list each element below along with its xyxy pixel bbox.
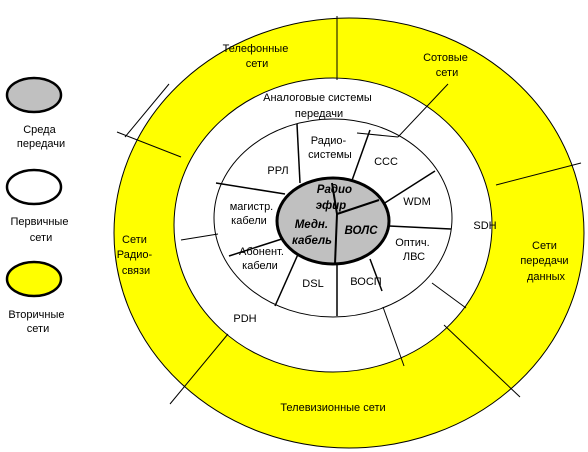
inner-spoke-line [369,258,383,292]
inner-radio-systems-label: Радио- системы [308,135,352,161]
primary-divider-line [356,132,399,138]
primary-pdh-label: PDH [233,313,256,325]
inner-vosp-label: ВОСП [350,276,381,288]
outer-divider-line [116,131,182,158]
inner-optical-lan-label: Оптич. ЛВС [395,237,433,263]
legend-primary-swatch [5,168,63,206]
inner-wdm-label: WDM [403,196,431,208]
legend-secondary-swatch [5,260,63,298]
inner-spoke-line [274,251,300,307]
core-dividers [331,182,380,265]
inner-spoke-line [296,123,301,184]
inner-spoke-line [379,170,436,207]
primary-analog-label: Аналоговые системы передачи [263,92,375,120]
outer-divider-line [443,324,521,398]
outer-radio-label: Сети Радио- связи [117,234,156,277]
transmission-medium-core [275,176,391,266]
legend: Среда передачи Первичные сети Вторичные … [5,76,71,335]
outer-cellular-label: Сотовые сети [423,52,471,79]
outer-television-label: Телевизионные сети [280,402,385,414]
inner-spoke-line [215,182,286,195]
outer-divider-line [124,83,170,138]
outer-divider-line [397,83,449,138]
outer-telephone-label: Телефонные сети [223,43,292,70]
core-divider-line [331,182,338,215]
inner-spoke-line [349,129,371,187]
outer-divider-line [495,162,582,186]
primary-sdh-label: SDH [473,220,496,232]
core-divider-line [336,199,380,215]
legend-medium-label: Среда передачи [17,124,65,150]
inner-trunk-cables-label: магистр. кабели [230,201,277,227]
primary-divider-line [431,282,467,309]
core-fiber-label: ВОЛС [344,225,378,237]
primary-divider-line [180,233,219,241]
core-copper-cable-label: Медн. кабель [292,219,332,247]
inner-subscriber-cables-label: Абонент. кабели [239,246,287,272]
legend-primary-label: Первичные сети [10,216,71,244]
primary-divider-line [382,306,405,367]
core-radio-air-label: Радио эфир [316,184,355,212]
outer-divider-line [169,333,229,405]
inner-rrl-label: РРЛ [267,165,288,177]
legend-medium-swatch [5,76,63,114]
inner-spoke-line [228,236,289,257]
inner-dsl-label: DSL [302,278,323,290]
outer-data-label: Сети передачи данных [520,240,571,283]
core-divider-line [334,213,338,265]
inner-sss-label: ССС [374,156,398,168]
inner-spoke-line [388,225,452,230]
legend-secondary-label: Вторичные сети [8,309,67,335]
ring-dividers [116,16,582,405]
